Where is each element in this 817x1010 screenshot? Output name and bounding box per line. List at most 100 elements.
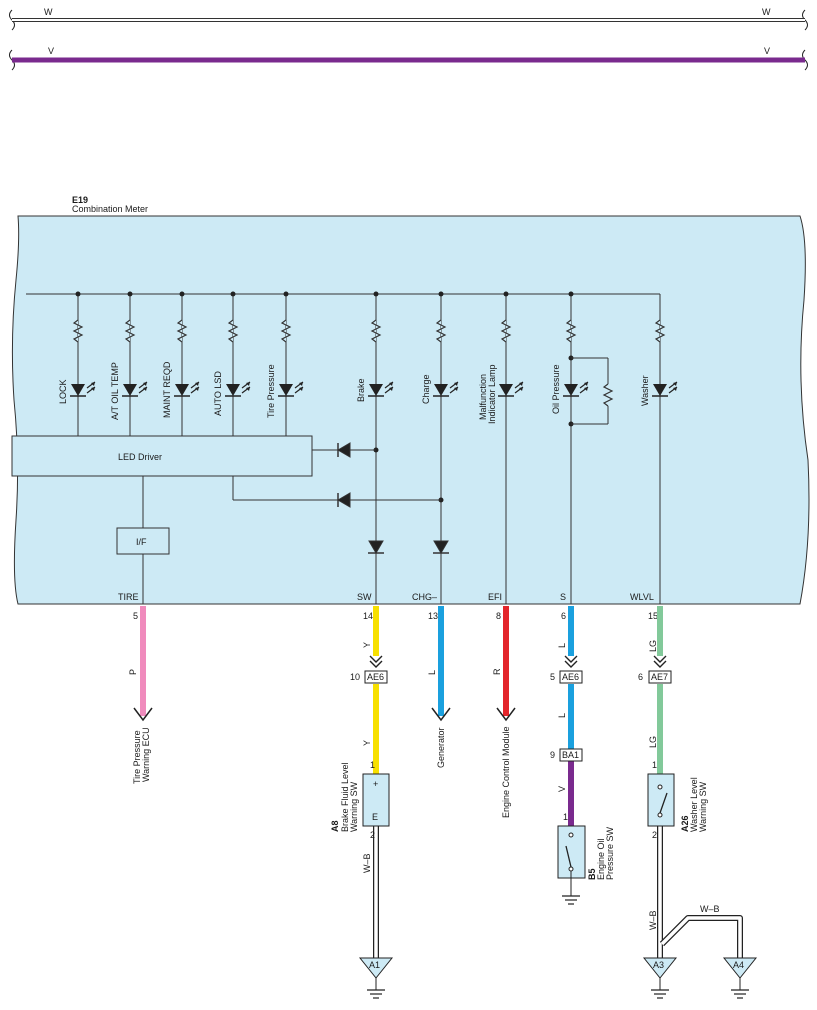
led-driver-label: LED Driver bbox=[118, 452, 162, 462]
led-1 bbox=[122, 381, 148, 397]
junction-dots bbox=[75, 291, 574, 503]
led-2 bbox=[174, 381, 200, 397]
led-9 bbox=[652, 381, 678, 397]
terminal-chg: CHG– bbox=[412, 592, 437, 602]
switch-a8: 1 + E 2 A8 Brake Fluid Level Warning SW bbox=[330, 760, 390, 840]
led-7 bbox=[498, 381, 524, 397]
a26-line1: Washer Level bbox=[689, 777, 699, 832]
pin-efi: 8 bbox=[496, 611, 501, 621]
bus-line-w: W W bbox=[9, 7, 808, 31]
wire-code-l-2: L bbox=[557, 643, 567, 648]
dest-tire-1: Tire Pressure bbox=[132, 730, 142, 784]
connector-ae6-b: AE6 5 bbox=[550, 670, 583, 684]
pin-chg: 13 bbox=[428, 611, 438, 621]
b5-code: B5 bbox=[587, 868, 597, 880]
connector-ba1-id: BA1 bbox=[562, 750, 579, 760]
b5-line2: Pressure SW bbox=[605, 826, 615, 880]
meter-box bbox=[11, 215, 810, 605]
wire-code-lg-2: LG bbox=[648, 736, 658, 748]
connector-ba1-pin: 9 bbox=[550, 750, 555, 760]
b5-line1: Engine Oil bbox=[596, 838, 606, 880]
indicator-labels: LOCK A/T OIL TEMP MAINT REQD AUTO LSD Ti… bbox=[58, 361, 650, 424]
led-5 bbox=[368, 381, 394, 397]
connector-ae6-b-id: AE6 bbox=[562, 672, 579, 682]
terminal-tire: TIRE bbox=[118, 592, 139, 602]
pin-s: 6 bbox=[561, 611, 566, 621]
dest-tire-2: Warning ECU bbox=[141, 727, 151, 782]
ground-a4: A4 bbox=[722, 957, 758, 999]
label-at-oil-temp: A/T OIL TEMP bbox=[110, 362, 120, 420]
connector-ae7: AE7 6 bbox=[638, 670, 672, 684]
bus-code-v-right: V bbox=[764, 46, 770, 56]
pin-tire: 5 bbox=[133, 611, 138, 621]
terminal-names: TIRE SW CHG– EFI S WLVL bbox=[118, 592, 654, 602]
bus-code-w-left: W bbox=[44, 7, 53, 17]
output-diodes bbox=[368, 540, 449, 554]
ground-a3-label: A3 bbox=[653, 960, 664, 970]
harness-wires bbox=[140, 606, 743, 958]
connector-ae6-b-pin: 5 bbox=[550, 672, 555, 682]
connector-ae7-pin: 6 bbox=[638, 672, 643, 682]
if-block: I/F bbox=[116, 476, 170, 604]
a8-line2: Warning SW bbox=[349, 781, 359, 832]
ground-a1: A1 bbox=[358, 957, 394, 999]
led-6 bbox=[433, 381, 459, 397]
wire-code-l-1: L bbox=[427, 670, 437, 675]
label-brake: Brake bbox=[356, 378, 366, 402]
terminal-s: S bbox=[560, 592, 566, 602]
label-washer: Washer bbox=[640, 375, 650, 406]
wire-wb-a4 bbox=[659, 915, 743, 958]
connector-ae6-a: AE6 10 bbox=[350, 670, 388, 684]
wire-code-y-1: Y bbox=[362, 642, 372, 648]
wire-code-wb-a1: W–B bbox=[362, 853, 372, 873]
a26-pin-bottom: 2 bbox=[652, 830, 657, 840]
a8-pin-bottom: 2 bbox=[370, 830, 375, 840]
meter-name: Combination Meter bbox=[72, 204, 148, 214]
bus-code-v-left: V bbox=[48, 46, 54, 56]
resistors bbox=[72, 319, 666, 343]
oil-pressure-bypass bbox=[571, 357, 614, 425]
connector-ae6-a-pin: 10 bbox=[350, 672, 360, 682]
label-charge: Charge bbox=[421, 374, 431, 404]
pin-wlvl: 15 bbox=[648, 611, 658, 621]
connector-ae6-a-id: AE6 bbox=[367, 672, 384, 682]
a8-e: E bbox=[372, 812, 378, 822]
wire-code-y-2: Y bbox=[362, 740, 372, 746]
a8-pin-top: 1 bbox=[370, 760, 375, 770]
terminal-efi: EFI bbox=[488, 592, 502, 602]
pin-sw: 14 bbox=[363, 611, 373, 621]
a8-code: A8 bbox=[330, 820, 340, 832]
switch-a26: 1 2 A26 Washer Level Warning SW bbox=[647, 760, 708, 840]
a26-code: A26 bbox=[680, 815, 690, 832]
led-0 bbox=[70, 381, 96, 397]
if-label: I/F bbox=[136, 537, 147, 547]
meter-code: E19 bbox=[72, 195, 88, 205]
wire-code-wb-a4: W–B bbox=[700, 904, 720, 914]
led-driver-block: LED Driver bbox=[11, 435, 313, 477]
connector-chevrons bbox=[369, 655, 667, 668]
bus-code-w-right: W bbox=[762, 7, 771, 17]
connector-ba1: BA1 9 bbox=[550, 748, 583, 762]
switch-b5: 1 B5 Engine Oil Pressure SW bbox=[557, 812, 615, 905]
label-maint-reqd: MAINT REQD bbox=[162, 361, 172, 418]
ground-a4-label: A4 bbox=[733, 960, 744, 970]
wire-code-wb-a3: W–B bbox=[648, 910, 658, 930]
dest-generator: Generator bbox=[436, 727, 446, 768]
wire-code-r: R bbox=[492, 668, 502, 675]
led-4 bbox=[278, 381, 304, 397]
b5-pin-top: 1 bbox=[563, 812, 568, 822]
label-malfunction: Malfunction bbox=[478, 374, 488, 420]
label-lock: LOCK bbox=[58, 379, 68, 404]
terminal-pins: 5 14 13 8 6 15 bbox=[133, 611, 658, 621]
dest-ecm: Engine Control Module bbox=[501, 726, 511, 818]
terminal-wlvl: WLVL bbox=[630, 592, 654, 602]
label-auto-lsd: AUTO LSD bbox=[213, 371, 223, 416]
wire-arrows bbox=[133, 707, 516, 722]
wire-codes: P Y Y L R L L V LG LG W–B W–B W–B bbox=[128, 640, 720, 930]
led-3 bbox=[225, 381, 251, 397]
a26-pin-top: 1 bbox=[652, 760, 657, 770]
a26-line2: Warning SW bbox=[698, 781, 708, 832]
bus-line-v: V V bbox=[9, 46, 808, 71]
